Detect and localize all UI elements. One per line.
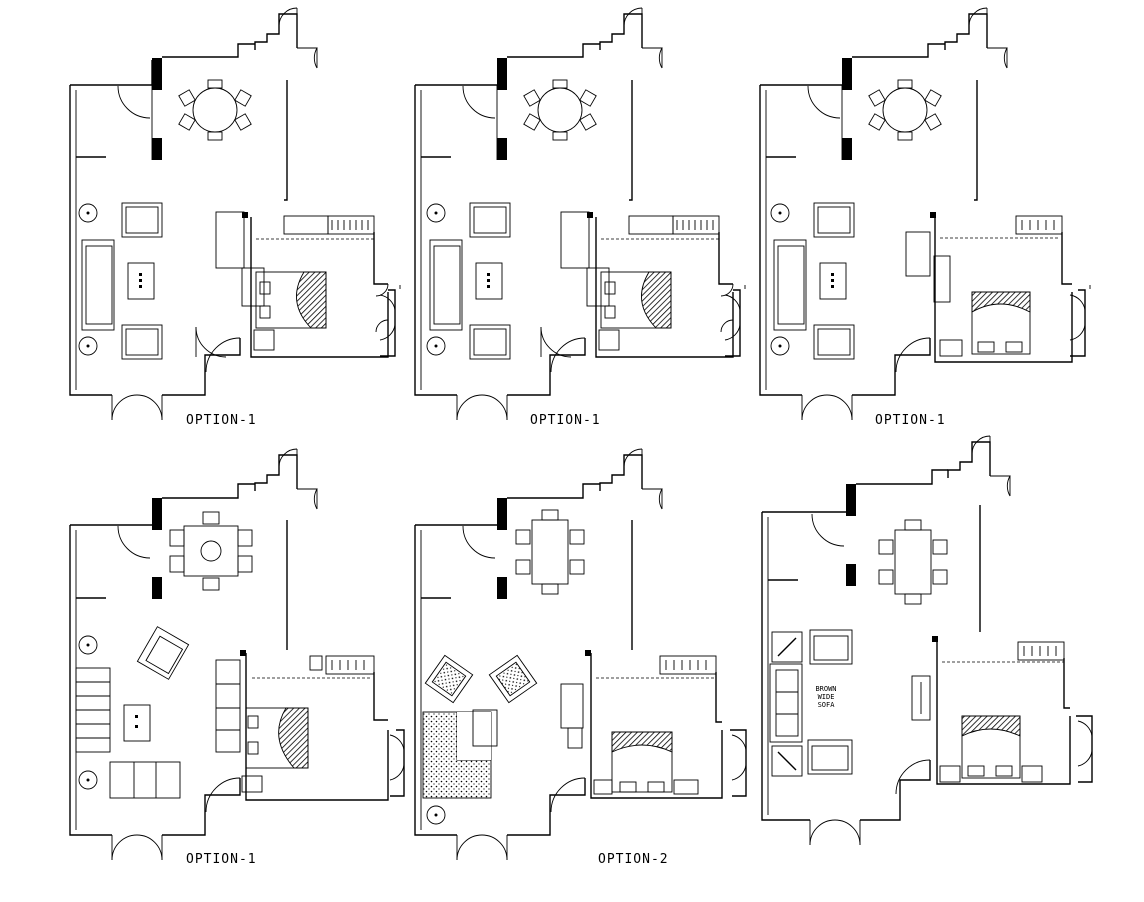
plan-option-1d [69, 448, 405, 861]
plan-label-5: OPTION-2 [598, 852, 669, 867]
plan-option-2a [414, 448, 747, 861]
plan-label-4: OPTION-1 [186, 852, 257, 867]
plan-option-2b [761, 435, 1093, 846]
plan-option-1b [414, 7, 746, 421]
sofa-note: BROWN WIDE SOFA [815, 685, 837, 709]
plan-label-2: OPTION-1 [530, 413, 601, 428]
plan-label-3: OPTION-1 [875, 413, 946, 428]
plan-option-1c [759, 7, 1091, 421]
plan-option-1a [69, 7, 401, 421]
plan-label-1: OPTION-1 [186, 413, 257, 428]
